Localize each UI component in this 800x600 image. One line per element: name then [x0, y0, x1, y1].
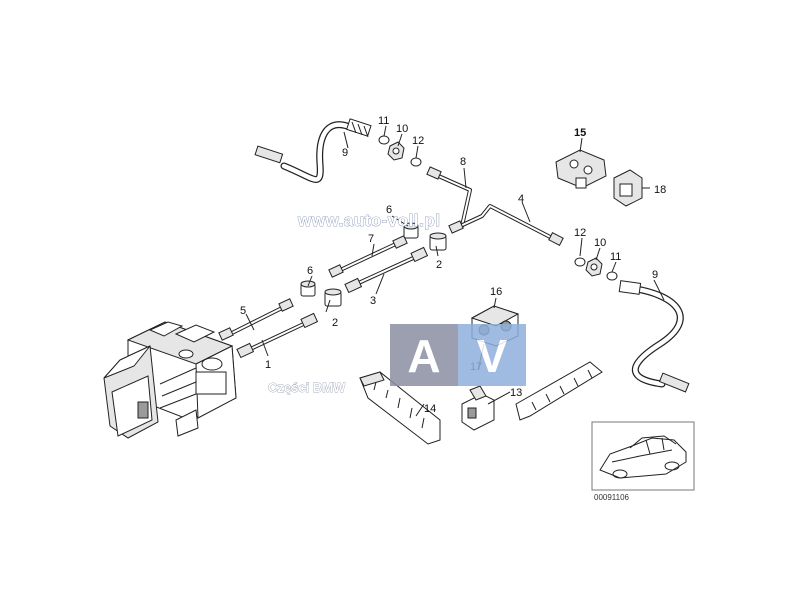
washer-12-upper [410, 157, 422, 167]
callout-3: 3 [370, 295, 376, 307]
callout-6b: 6 [386, 204, 392, 216]
brake-pipe-5 [218, 298, 294, 341]
clip-strip-right [515, 361, 603, 421]
callout-12a: 12 [412, 135, 424, 147]
washer-11-upper [378, 135, 390, 145]
bracket-15 [555, 149, 607, 189]
callout-labels: 1 2 2 3 4 5 6 6 7 8 9 9 10 10 11 11 12 1… [240, 115, 666, 415]
av-logo-watermark: A V [390, 324, 526, 386]
brake-pipe-3 [344, 246, 429, 294]
callout-12b: 12 [574, 227, 586, 239]
callout-1: 1 [265, 359, 271, 371]
parts-watermark: Części BMW [268, 380, 346, 395]
callout-11b: 11 [610, 251, 621, 263]
callout-18: 18 [654, 184, 666, 196]
brake-hose-9-lower [618, 280, 690, 393]
abs-hydraulic-unit [103, 321, 237, 439]
car-silhouette-icon [599, 435, 687, 479]
callout-2b: 2 [436, 259, 442, 271]
url-watermark: www.auto-voll.pl [297, 211, 440, 230]
callout-4: 4 [518, 193, 524, 205]
bracket-13 [461, 385, 495, 431]
vehicle-locator-thumbnail: 00091106 [591, 421, 695, 502]
adapter-6-lower [300, 280, 316, 297]
logo-a-block [390, 324, 458, 386]
clip-strip-14 [359, 371, 441, 445]
brake-pipe-7 [328, 235, 408, 278]
adapter-6-upper [403, 222, 419, 239]
callout-13: 13 [510, 387, 522, 399]
adapter-2-upper [429, 232, 447, 251]
nut-10-upper [387, 141, 405, 161]
callout-6a: 6 [307, 265, 313, 277]
callout-5: 5 [240, 305, 246, 317]
image-code: 00091106 [594, 493, 630, 502]
callout-8: 8 [460, 156, 466, 168]
callout-10b: 10 [594, 237, 606, 249]
callout-16: 16 [490, 286, 502, 298]
clip-18 [613, 169, 643, 207]
washer-12-lower [574, 257, 586, 267]
nut-10-lower [585, 257, 603, 277]
callout-11a: 11 [378, 115, 389, 127]
callout-9b: 9 [652, 269, 658, 281]
callout-14: 14 [424, 403, 436, 415]
logo-v-block [458, 324, 526, 386]
brake-pipe-8 [426, 166, 472, 228]
brake-pipe-1 [236, 312, 319, 359]
callout-7: 7 [368, 233, 374, 245]
callout-15: 15 [574, 127, 586, 139]
callout-9a: 9 [342, 147, 348, 159]
brake-pipe-4 [448, 204, 564, 246]
callout-2a: 2 [332, 317, 338, 329]
brake-hose-9-upper [254, 118, 372, 183]
logo-letter-a: A [407, 330, 440, 382]
adapter-2-lower [324, 288, 342, 307]
logo-letter-v: V [477, 330, 508, 382]
washer-11-lower [606, 271, 618, 281]
callout-10a: 10 [396, 123, 408, 135]
